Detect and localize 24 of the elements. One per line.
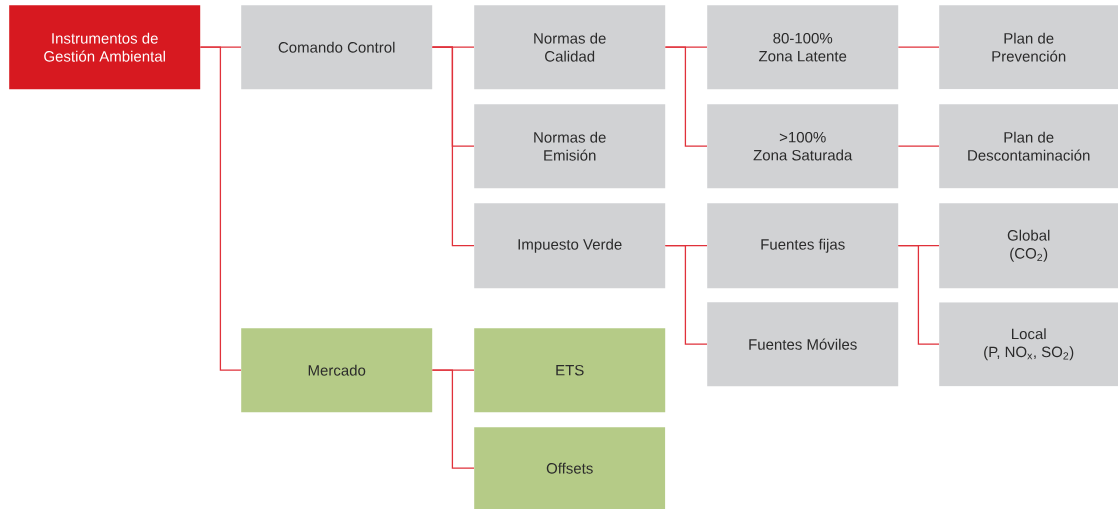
process-box: >100% Zona Saturada bbox=[707, 104, 899, 189]
connector-line bbox=[664, 46, 708, 147]
process-box: Global (CO$_{2}$) bbox=[939, 203, 1118, 289]
process-box: Fuentes Móviles bbox=[707, 302, 899, 387]
connector-line bbox=[897, 245, 940, 345]
process-box: Plan de Prevención bbox=[939, 5, 1118, 90]
connector-line bbox=[897, 46, 940, 48]
process-box: Mercado bbox=[241, 328, 433, 413]
connector-line bbox=[664, 245, 708, 345]
process-box: Local (P, NO$_{x}$, SO$_{2}$) bbox=[939, 302, 1118, 387]
process-box: Normas de Emisión bbox=[474, 104, 666, 189]
process-box: Offsets bbox=[474, 427, 666, 509]
connector-line bbox=[431, 46, 475, 247]
process-box: Fuentes fijas bbox=[707, 203, 899, 289]
connector-line bbox=[431, 369, 475, 469]
process-box: Comando Control bbox=[241, 5, 433, 90]
process-box: 80-100% Zona Latente bbox=[707, 5, 899, 90]
process-box: Plan de Descontaminación bbox=[939, 104, 1118, 189]
process-box: Instrumentos de Gestión Ambiental bbox=[9, 5, 201, 90]
process-box: Impuesto Verde bbox=[474, 203, 666, 289]
connector-line bbox=[199, 46, 242, 371]
process-box: ETS bbox=[474, 328, 666, 413]
connector-line bbox=[897, 145, 940, 147]
process-box: Normas de Calidad bbox=[474, 5, 666, 90]
